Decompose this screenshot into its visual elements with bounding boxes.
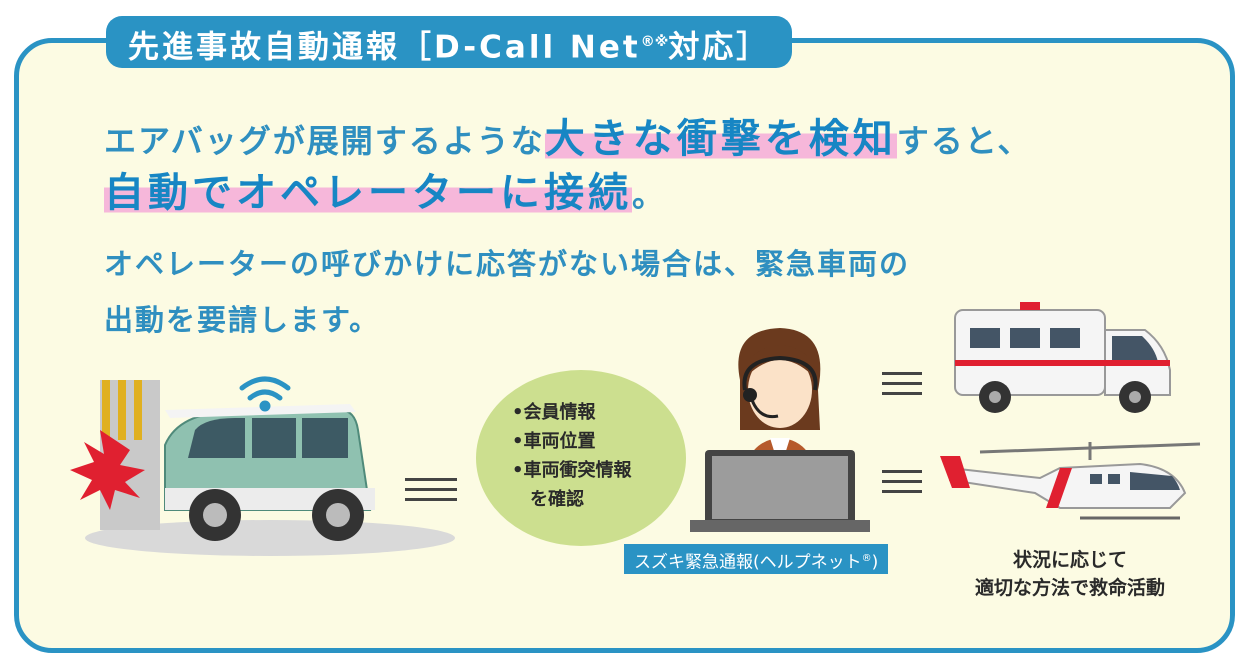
operator-label: スズキ緊急通報(ヘルプネット®) bbox=[624, 544, 889, 574]
title-suffix: 対応］ bbox=[668, 29, 771, 66]
title-mark: ®※ bbox=[640, 34, 669, 50]
operator-label-text: スズキ緊急通報(ヘルプネット bbox=[634, 552, 862, 573]
info-item-confirm: を確認 bbox=[530, 489, 584, 510]
wifi-icon bbox=[239, 376, 291, 412]
equals-operator-to-helicopter-icon bbox=[882, 470, 922, 500]
body-line-2: 出動を要請します。 bbox=[104, 303, 381, 337]
equals-operator-to-ambulance-icon bbox=[882, 372, 922, 402]
headline-line-1: エアバッグが展開するような大きな衝撃を検知すると、 bbox=[104, 106, 1031, 164]
headline-line-2: 自動でオペレーターに接続。 bbox=[104, 160, 664, 218]
info-item-location: •車両位置 bbox=[512, 431, 596, 452]
info-item-collision: •車両衝突情報 bbox=[512, 460, 632, 481]
title-text: 先進事故自動通報［D-Call Net bbox=[128, 29, 641, 66]
title-tab: 先進事故自動通報［D-Call Net®※対応］ bbox=[106, 16, 793, 68]
result-line-2: 適切な方法で救命活動 bbox=[974, 577, 1165, 599]
operator-label-mark: ® bbox=[861, 553, 872, 564]
headline-highlight-connect: 自動でオペレーターに接続 bbox=[104, 170, 632, 216]
info-bubble: •会員情報 •車両位置 •車両衝突情報 を確認 bbox=[476, 370, 686, 546]
ambulance-icon bbox=[954, 302, 1171, 413]
body-text: オペレーターの呼びかけに応答がない場合は、緊急車両の 出動を要請します。 bbox=[104, 236, 1104, 348]
headline-line-1-tail: すると、 bbox=[896, 122, 1032, 160]
info-item-member: •会員情報 bbox=[512, 402, 596, 423]
operator-illustration bbox=[690, 328, 870, 532]
equals-car-to-bubble-icon bbox=[405, 478, 457, 508]
crashed-car-illustration bbox=[70, 376, 455, 556]
rescue-result-text: 状況に応じて 適切な方法で救命活動 bbox=[930, 546, 1210, 602]
body-line-1: オペレーターの呼びかけに応答がない場合は、緊急車両の bbox=[104, 247, 911, 281]
helicopter-icon bbox=[940, 442, 1201, 520]
operator-label-close: ) bbox=[871, 552, 879, 573]
headline-line-1-lead: エアバッグが展開するような bbox=[104, 122, 545, 160]
headline-highlight-impact: 大きな衝撃を検知 bbox=[544, 116, 897, 162]
result-line-1: 状況に応じて bbox=[1012, 549, 1127, 571]
headline-line-2-tail: 。 bbox=[632, 176, 665, 214]
